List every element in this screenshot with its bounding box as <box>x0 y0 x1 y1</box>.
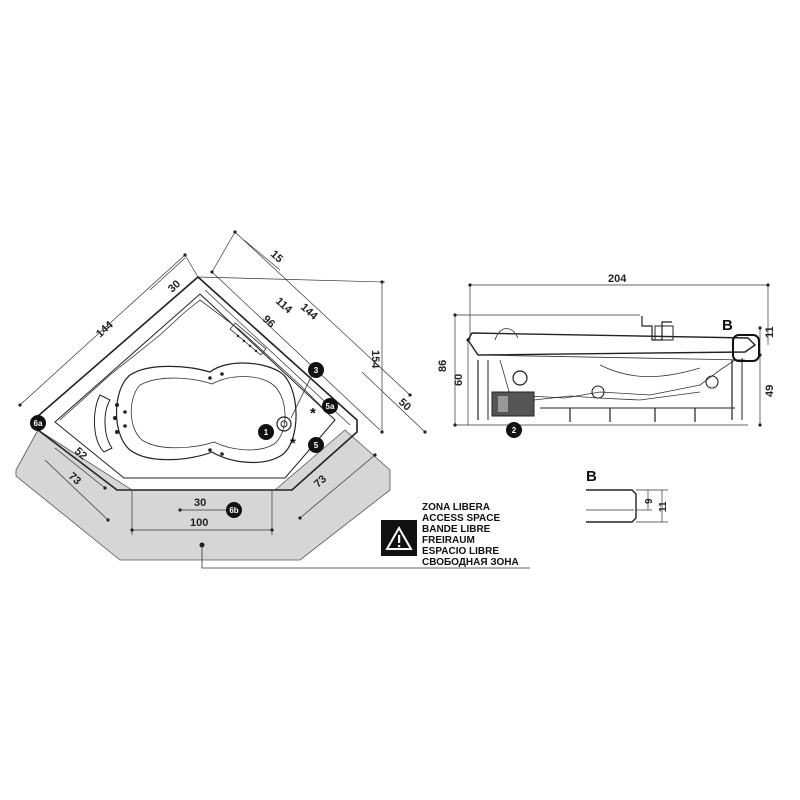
dim-49: 49 <box>764 385 776 397</box>
dimline-144-left <box>19 254 186 406</box>
access-zone-leader-dot <box>199 542 205 548</box>
tub-deck-line <box>184 299 326 411</box>
basin-inner <box>130 376 286 451</box>
badge-5a: 5a <box>322 398 338 414</box>
side-pipe-upper <box>599 364 701 378</box>
side-feet <box>569 408 696 422</box>
dim-100: 100 <box>190 517 208 529</box>
leader-3 <box>290 374 313 419</box>
dimline-114-144 <box>211 271 381 431</box>
access-zone-line-fr: BANDE LIBRE <box>422 524 491 535</box>
side-jet-fitting-right <box>705 375 719 389</box>
badge-1: 1 <box>258 424 274 440</box>
dim-204: 204 <box>608 273 627 285</box>
access-zone-line-it: ZONA LIBERA <box>422 502 490 513</box>
side-pump-cap <box>498 396 508 412</box>
side-pillow <box>494 328 519 341</box>
dim-60: 60 <box>453 374 465 386</box>
overflow-drain-inner <box>280 420 288 428</box>
hand-shower-dots <box>236 334 258 353</box>
extension-top <box>184 254 199 278</box>
asterisk-5: * <box>290 435 296 452</box>
side-drain-valve <box>512 370 528 386</box>
dim-11-side: 11 <box>764 326 776 338</box>
side-dim-ticks <box>453 283 770 427</box>
badge-3: 3 <box>308 362 324 378</box>
extension-154-top <box>197 276 386 283</box>
access-zone-line-es: ESPACIO LIBRE <box>422 546 499 557</box>
access-zone-leader <box>201 545 530 569</box>
badge-2: 2 <box>506 422 522 438</box>
jets-side <box>208 372 224 456</box>
detail-b-dim-11: 11 <box>658 501 669 512</box>
side-faucet <box>641 316 672 341</box>
side-faucet-body <box>654 325 674 341</box>
access-zone-line-ru: СВОБОДНАЯ ЗОНА <box>422 557 519 568</box>
side-rim <box>467 332 757 356</box>
badge-5: 5 <box>308 437 324 453</box>
detail-b-profile <box>586 489 637 523</box>
dim-50: 50 <box>396 396 413 413</box>
hand-shower-holder <box>229 322 267 356</box>
badge-1-text: 1 <box>264 428 269 437</box>
dimline-73-right <box>299 454 376 519</box>
dim-114: 114 <box>273 295 295 316</box>
tub-deck-line-left <box>59 311 186 421</box>
dim-86: 86 <box>437 360 449 372</box>
badge-6b: 6b <box>226 502 242 518</box>
overflow-drain <box>276 416 292 432</box>
asterisk-5a: * <box>310 405 316 422</box>
side-rim-lower <box>477 354 746 361</box>
extension-ur-1 <box>211 231 236 273</box>
detail-b-ref: B <box>722 317 733 334</box>
detail-b: B 9 11 <box>586 468 669 523</box>
access-zone-hatch <box>15 429 391 561</box>
dim-30-bottom: 30 <box>194 497 206 509</box>
badge-6a-text: 6a <box>34 419 43 428</box>
badge-3-text: 3 <box>314 366 319 375</box>
access-zone-label: ZONA LIBERA ACCESS SPACE BANDE LIBRE FRE… <box>381 502 519 568</box>
side-view: 204 86 60 <box>437 273 776 438</box>
extension-15 <box>243 239 281 271</box>
badge-5-text: 5 <box>314 441 319 450</box>
detail-b-dim-9: 9 <box>644 498 655 504</box>
dim-154: 154 <box>369 350 381 369</box>
access-zone-line-en: ACCESS SPACE <box>422 513 500 524</box>
dimline-30 <box>149 257 186 291</box>
badge-6a: 6a <box>30 415 46 431</box>
dimline-15 <box>234 231 411 396</box>
badge-2-text: 2 <box>512 426 517 435</box>
side-pipe <box>533 391 701 401</box>
detail-b-callout <box>732 334 760 362</box>
basin-outer <box>115 362 297 463</box>
dim-144-left: 144 <box>94 318 116 340</box>
dimline-52 <box>54 447 106 489</box>
tub-inner-rim <box>54 293 336 479</box>
detail-b-title: B <box>586 468 597 485</box>
access-zone-line-de: FREIRAUM <box>422 535 475 546</box>
dimline-50 <box>361 371 426 433</box>
badge-6b-text: 6b <box>229 506 238 515</box>
badge-5a-text: 5a <box>326 402 335 411</box>
jets-left <box>113 403 127 434</box>
dimline-73-left <box>44 459 109 521</box>
warning-triangle-icon <box>385 525 413 550</box>
dim-144-right: 144 <box>298 301 320 323</box>
dim-96: 96 <box>260 313 277 330</box>
headrest-pillow <box>94 394 113 453</box>
dim-15: 15 <box>268 248 285 265</box>
